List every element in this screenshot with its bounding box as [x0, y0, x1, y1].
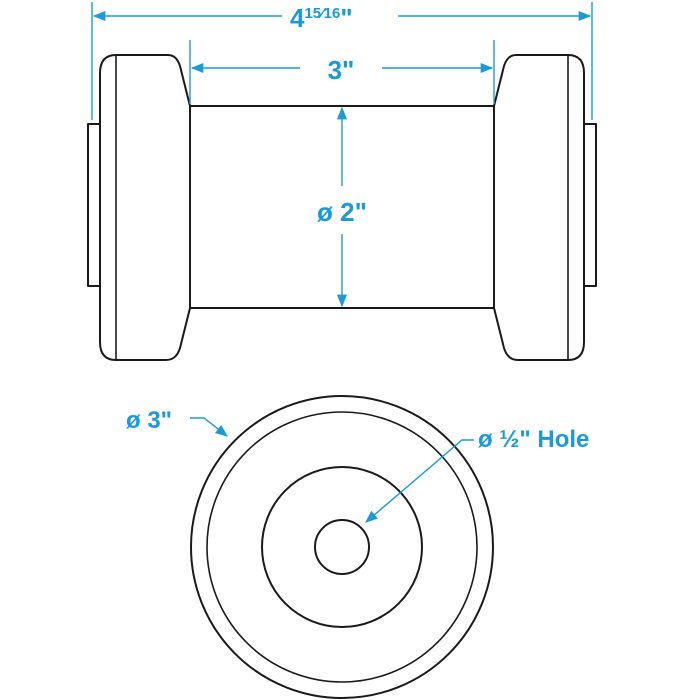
center-length-label: 3": [328, 55, 355, 85]
outer-diameter-leader: [190, 417, 228, 437]
left-hub-stub: [87, 123, 101, 287]
end-view: ø 3" ø ½" Hole: [126, 395, 589, 699]
right-flange: [493, 54, 585, 361]
center-diameter-label: ø 2": [317, 197, 367, 227]
outer-diameter-label: ø 3": [126, 407, 172, 434]
hole-diameter-leader: [365, 439, 474, 523]
outer-inner-ring: [206, 411, 478, 683]
hub-circle: [261, 466, 423, 628]
hole-diameter-label: ø ½" Hole: [478, 426, 589, 453]
right-hub-stub: [583, 123, 597, 287]
outer-circle: [190, 395, 494, 699]
side-view: 415⁄16" 3" ø 2": [87, 2, 597, 361]
center-hole: [314, 519, 370, 575]
overall-length-label: 415⁄16": [290, 3, 353, 33]
left-flange: [99, 54, 191, 361]
